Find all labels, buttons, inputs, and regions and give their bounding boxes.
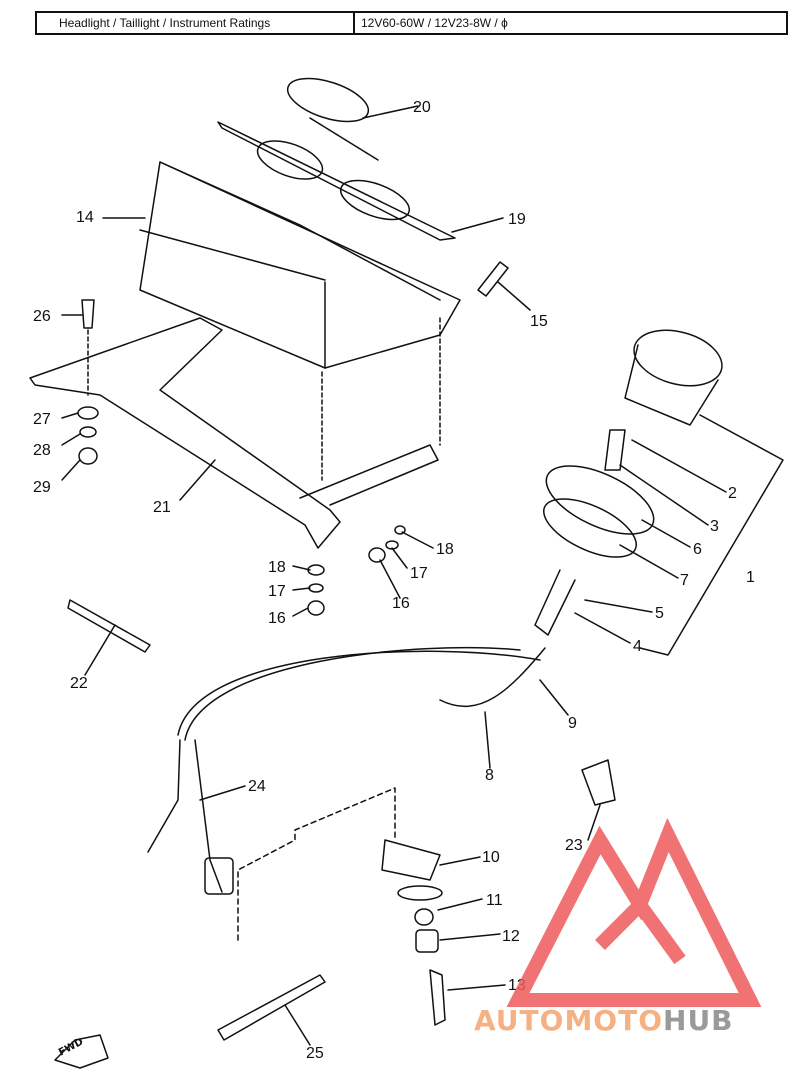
ratings-header: Headlight / Taillight / Instrument Ratin… — [35, 11, 788, 35]
callout-3: 3 — [710, 518, 719, 535]
callout-15: 15 — [530, 313, 548, 330]
lens-part-20 — [286, 77, 370, 123]
callout-18-right: 18 — [436, 541, 454, 558]
callout-18-left: 18 — [268, 559, 286, 576]
callout-5: 5 — [655, 605, 664, 622]
gear-part-10 — [381, 839, 441, 881]
callout-9: 9 — [568, 715, 577, 732]
callout-27: 27 — [33, 411, 51, 428]
callout-12: 12 — [502, 928, 520, 945]
bolt-part-15 — [477, 261, 509, 297]
watermark-logo — [506, 817, 762, 1007]
watermark-part2: HUB — [663, 1004, 734, 1037]
ratings-label: Headlight / Taillight / Instrument Ratin… — [37, 13, 355, 33]
callout-1: 1 — [746, 569, 755, 586]
bolt-part-26 — [81, 299, 95, 329]
callout-29: 29 — [33, 479, 51, 496]
callout-19: 19 — [508, 211, 526, 228]
plate-part-19 — [217, 121, 456, 241]
cable-part-9 — [439, 647, 546, 707]
callout-14: 14 — [76, 209, 94, 226]
meter-part-1 — [633, 329, 723, 387]
callout-26: 26 — [33, 308, 51, 325]
callout-2: 2 — [728, 485, 737, 502]
washer-part-28 — [79, 426, 97, 438]
seal-part-11 — [397, 885, 443, 901]
bracket-part-21 — [29, 317, 341, 549]
callout-16-right: 16 — [392, 595, 410, 612]
washer-part-27 — [77, 406, 99, 420]
watermark-part1: AUTOMOTO — [474, 1004, 664, 1037]
callout-25: 25 — [306, 1045, 324, 1062]
callout-4: 4 — [633, 638, 642, 655]
strap-part-22 — [67, 599, 151, 653]
callout-21: 21 — [153, 499, 171, 516]
callout-24: 24 — [248, 778, 266, 795]
callout-17-right: 17 — [410, 565, 428, 582]
clip-part-23 — [581, 759, 616, 806]
callout-11: 11 — [486, 892, 503, 909]
cable-part-8 — [184, 646, 521, 741]
callout-20: 20 — [413, 99, 431, 116]
watermark-text: AUTOMOTOHUB — [474, 1004, 734, 1037]
callout-8: 8 — [485, 767, 494, 784]
callout-17-left: 17 — [268, 583, 286, 600]
callout-16-left: 16 — [268, 610, 286, 627]
nut-part-29 — [78, 447, 98, 465]
callout-28: 28 — [33, 442, 51, 459]
callout-6: 6 — [693, 541, 702, 558]
fwd-arrow-icon — [54, 1034, 109, 1069]
strap-part-25 — [217, 974, 326, 1041]
callout-7: 7 — [680, 572, 689, 589]
ratings-value: 12V60-60W / 12V23-8W / ϕ — [361, 16, 508, 30]
callout-23: 23 — [565, 837, 583, 854]
callout-10: 10 — [482, 849, 500, 866]
callout-22: 22 — [70, 675, 88, 692]
harness-part-24 — [147, 739, 223, 893]
drive-part-13 — [429, 969, 446, 1026]
housing-part-14 — [139, 161, 461, 369]
bushing-part-12 — [415, 929, 439, 953]
